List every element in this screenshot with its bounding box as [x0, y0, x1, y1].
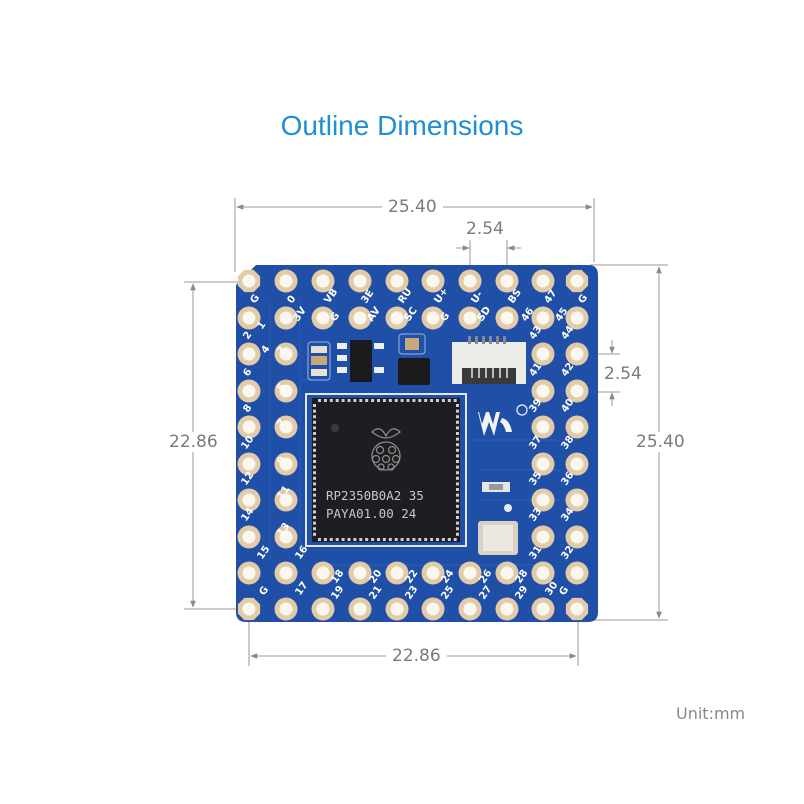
pin-pad: [237, 452, 261, 476]
pin-pad: [565, 597, 589, 621]
pin-pad: [274, 488, 298, 512]
chip-marking-line1: RP2350B0A2 35: [326, 488, 424, 503]
pin-pad: [495, 306, 519, 330]
led-resistor: [482, 482, 512, 512]
pin-pad: [565, 525, 589, 549]
pin-pad: [531, 379, 555, 403]
pin-pad: [311, 306, 335, 330]
dim-top-width: 25.40: [382, 197, 443, 217]
pin-pad: [565, 452, 589, 476]
pin-pad: [385, 306, 409, 330]
rp2350-chip: RP2350B0A2 35 PAYA01.00 24: [305, 393, 467, 547]
pin-pad: [531, 306, 555, 330]
pin-pad: [495, 597, 519, 621]
pin-pad: [274, 452, 298, 476]
smd-components: [307, 333, 430, 385]
pin-pad: [348, 269, 372, 293]
pin-pad: [385, 269, 409, 293]
pin-pad: [237, 525, 261, 549]
waveshare-logo-icon: [478, 404, 528, 436]
pin-pad: [531, 269, 555, 293]
pin-pad: [531, 525, 555, 549]
pin-pad: [458, 597, 482, 621]
pin-pad: [348, 597, 372, 621]
pin-pad: [531, 452, 555, 476]
pin-pad: [565, 561, 589, 585]
pin-pad: [274, 561, 298, 585]
pin-pad: [565, 342, 589, 366]
chip-marking-line2: PAYA01.00 24: [326, 506, 416, 521]
pin-pad: [565, 306, 589, 330]
pin-pad: [237, 379, 261, 403]
pin-pad: [237, 561, 261, 585]
pin-pad: [531, 561, 555, 585]
pin-pad: [237, 597, 261, 621]
pin-pad: [237, 488, 261, 512]
pin-pad: [311, 597, 335, 621]
dim-left-height: 22.86: [163, 432, 224, 452]
pin-pad: [274, 525, 298, 549]
pin-pad: [458, 269, 482, 293]
pin-pad: [421, 306, 445, 330]
pin-pad: [274, 342, 298, 366]
pin-pad: [385, 597, 409, 621]
dim-pin-pitch-top: 2.54: [466, 219, 504, 239]
pin-pad: [495, 269, 519, 293]
pin-pad: [237, 415, 261, 439]
pin-pad: [274, 597, 298, 621]
pin-pad: [421, 561, 445, 585]
raspberry-pi-logo-icon: [371, 428, 401, 471]
pin-pad: [274, 306, 298, 330]
pin-pad: [311, 561, 335, 585]
pin-pad: [274, 269, 298, 293]
crystal-oscillator: [478, 521, 518, 555]
unit-label: Unit:mm: [676, 704, 746, 723]
pin-pad: [348, 306, 372, 330]
pin-pad: [531, 488, 555, 512]
pin-pad: [237, 269, 261, 293]
pin-pad: [495, 561, 519, 585]
pin-pad: [237, 306, 261, 330]
pin-pad: [274, 379, 298, 403]
pin-pad: [421, 597, 445, 621]
dim-pin-pitch-right: 2.54: [604, 364, 642, 384]
dim-bottom-width: 22.86: [386, 646, 447, 666]
pin-pad: [458, 561, 482, 585]
page-title: Outline Dimensions: [280, 110, 524, 141]
pin-pad: [385, 561, 409, 585]
pin-pad: [565, 269, 589, 293]
dim-right-height: 25.40: [630, 432, 691, 452]
pin-pads: [237, 269, 589, 621]
pin-pad: [458, 306, 482, 330]
fpc-connector: [452, 336, 526, 384]
pin-pad: [237, 342, 261, 366]
pin-pad: [274, 415, 298, 439]
pin-pad: [565, 488, 589, 512]
pin-pad: [565, 379, 589, 403]
pin-pad: [421, 269, 445, 293]
pin-pad: [565, 415, 589, 439]
pin-pad: [531, 597, 555, 621]
pin-pad: [348, 561, 372, 585]
pin-pad: [531, 342, 555, 366]
pin-pad: [311, 269, 335, 293]
pin-pad: [531, 415, 555, 439]
